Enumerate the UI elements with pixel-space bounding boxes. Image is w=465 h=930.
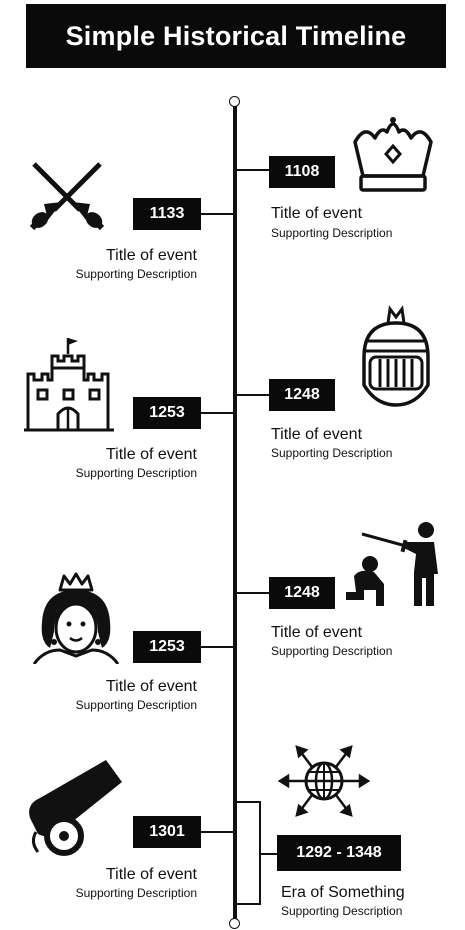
connector-line xyxy=(201,831,233,833)
queen-icon xyxy=(30,572,126,664)
event-description: Supporting Description xyxy=(75,267,197,281)
header-bar: Simple Historical Timeline xyxy=(26,4,446,68)
timeline-start-node xyxy=(229,96,240,107)
event-description: Supporting Description xyxy=(271,644,393,658)
cannon-icon xyxy=(22,756,126,856)
knighting-ceremony-icon xyxy=(340,520,450,606)
connector-line xyxy=(237,394,269,396)
timeline-spine xyxy=(233,104,237,924)
event-year-badge: 1301 xyxy=(133,816,201,848)
connector-line xyxy=(261,853,277,855)
event-year-badge: 1248 xyxy=(269,379,335,411)
event-year-badge: 1133 xyxy=(133,198,201,230)
crossed-swords-icon xyxy=(24,158,110,232)
event-description: Supporting Description xyxy=(75,466,197,480)
event-year-badge: 1253 xyxy=(133,397,201,429)
knight-helmet-icon xyxy=(358,305,434,409)
event-description: Supporting Description xyxy=(271,226,393,240)
event-year-badge: 1253 xyxy=(133,631,201,663)
connector-line xyxy=(201,646,233,648)
connector-line xyxy=(201,412,233,414)
event-description: Supporting Description xyxy=(75,886,197,900)
globe-arrows-icon xyxy=(276,738,372,824)
era-description: Supporting Description xyxy=(281,904,403,918)
timeline-end-node xyxy=(229,918,240,929)
connector-line xyxy=(237,592,269,594)
event-title: Title of event xyxy=(105,247,197,264)
connector-line xyxy=(201,213,233,215)
event-year-badge: 1108 xyxy=(269,156,335,188)
castle-icon xyxy=(22,334,116,432)
era-title: Era of Something xyxy=(281,884,405,901)
event-title: Title of event xyxy=(105,678,197,695)
crown-icon xyxy=(345,112,441,196)
event-year-badge: 1248 xyxy=(269,577,335,609)
event-description: Supporting Description xyxy=(75,698,197,712)
era-bracket-side xyxy=(259,801,261,905)
event-title: Title of event xyxy=(271,624,363,641)
event-title: Title of event xyxy=(105,446,197,463)
era-bracket-bottom xyxy=(237,903,261,905)
event-title: Title of event xyxy=(271,205,363,222)
page-title: Simple Historical Timeline xyxy=(65,21,407,51)
event-title: Title of event xyxy=(105,866,197,883)
event-description: Supporting Description xyxy=(271,446,393,460)
era-year-badge: 1292 - 1348 xyxy=(277,835,401,871)
event-title: Title of event xyxy=(271,426,363,443)
connector-line xyxy=(237,169,269,171)
era-bracket-top xyxy=(237,801,261,803)
